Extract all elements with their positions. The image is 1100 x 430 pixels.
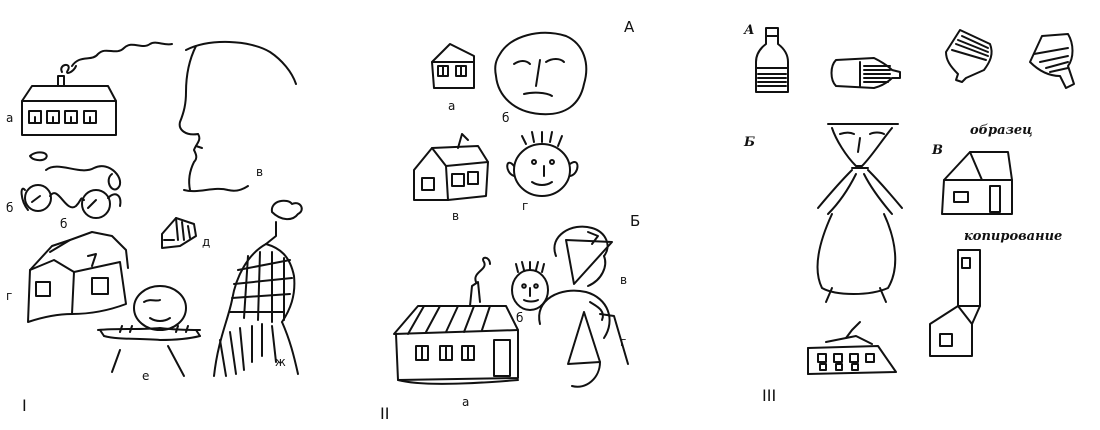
house-drawing-2v-small [413,133,489,201]
sample-label: образец [970,123,1033,138]
copy-label: копирование [964,229,1063,244]
label-2g-1: г [522,199,529,213]
house-drawing-1g [27,231,129,323]
section-label-3V: В [932,143,943,158]
house-drawing-2a-small [431,43,475,89]
section-label-3B: Б [744,135,756,150]
panel-2-drawings [393,31,629,388]
house-drawing-3v-sample [941,151,1013,215]
section-label-2B: Б [630,212,641,230]
bottle-drawing-3a-upright [755,27,789,93]
section-label-3A: А [744,23,755,38]
face-drawing-2b-large [511,261,549,311]
panel-1-drawings [20,41,303,377]
panel-numeral-3: III [762,386,777,405]
profile-drawing-1v [178,41,297,193]
panel-numeral-1: I [22,396,27,415]
figure-drawing-1zh [213,199,303,377]
triangle-circle-drawing-2g [538,289,629,388]
label-1g: г [6,289,13,303]
bottle-drawing-3a-tilted-1 [945,29,993,83]
house-drawing-1a [21,41,173,136]
label-2a-2: а [462,395,470,409]
label-1d: д [202,235,211,249]
panel-3-drawings [755,27,1075,375]
label-2v-2: в [620,273,628,287]
bottle-drawing-3a-tilted-2 [1029,33,1075,89]
house-drawing-2a-large [393,256,519,385]
house-drawing-3-bottom [807,321,897,375]
section-label-2A: А [624,18,635,36]
label-1e: е [142,369,150,383]
label-1v: в [256,165,264,179]
house-drawing-1d [161,217,197,249]
label-2a-1: а [448,99,456,113]
label-2b-1: б [502,111,510,125]
label-1b: б [6,201,14,215]
label-1a: а [6,111,14,125]
house-drawing-3v-copy [929,249,981,357]
label-1b-2: б [60,217,68,231]
label-2g-2: г [620,335,627,349]
person-drawing-1e [97,285,201,377]
label-1zh: ж [275,355,286,369]
face-drawing-2g-small [506,131,579,197]
bottle-drawing-3a-lying [830,57,901,89]
panel-numeral-2: II [380,404,390,423]
glasses-drawing-1b [20,151,122,219]
face-drawing-2b-small [494,31,588,116]
triangle-circle-drawing-2v [553,225,613,287]
label-2b-2: б [516,311,524,325]
label-2v-1: в [452,209,460,223]
figure-drawing-3b [816,123,903,303]
